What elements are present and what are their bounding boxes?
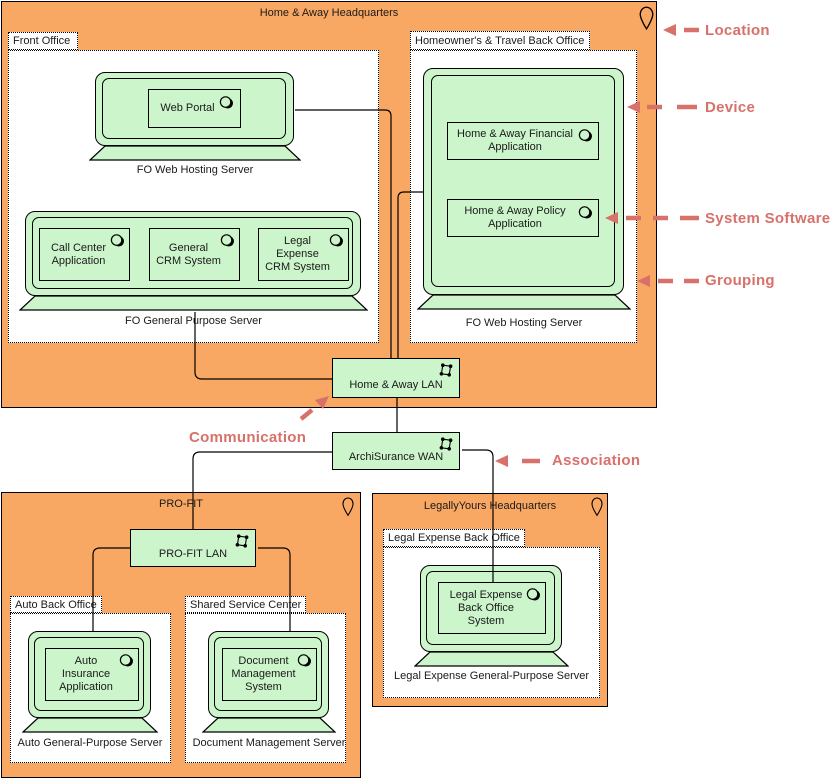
software-label: General CRM System (156, 241, 221, 267)
grouping-label: Legal Expense Back Office (388, 532, 520, 544)
device-fo-web-hosting-server-2[interactable]: Home & Away Financial Application Home &… (417, 68, 631, 332)
annotation-device: Device (705, 99, 756, 116)
annotation-location: Location (705, 22, 770, 39)
grouping-label: Shared Service Center (190, 598, 302, 611)
device-stand (19, 295, 368, 311)
network-label: PRO-FIT LAN (158, 548, 228, 560)
system-software-icon (329, 234, 343, 247)
annotation-association: Association (552, 452, 641, 469)
device-legal-expense-general-purpose-server[interactable]: Legal Expense Back Office System Legal E… (394, 565, 589, 687)
grouping-tab-homeowners[interactable]: Homeowner's & Travel Back Office (410, 31, 590, 50)
software-label: Call Center Application (50, 241, 107, 267)
device-stand (414, 651, 569, 667)
network-label: ArchiSurance WAN (348, 451, 444, 463)
software-label: Document Management System (231, 655, 296, 693)
software-document-management-system[interactable]: Document Management System (222, 648, 317, 701)
location-annotation-arrow (663, 24, 699, 36)
software-haw-policy-application[interactable]: Home & Away Policy Application (447, 199, 599, 237)
software-haw-financial-application[interactable]: Home & Away Financial Application (447, 122, 599, 160)
grouping-label: Auto Back Office (15, 598, 97, 611)
system-software-icon (119, 654, 133, 667)
system-software-icon (526, 588, 540, 601)
network-label: Home & Away LAN (349, 379, 443, 391)
software-label: Web Portal (160, 102, 215, 114)
device-stand (89, 145, 301, 161)
device-label: FO General Purpose Server (125, 315, 262, 327)
grouping-label: Homeowner's & Travel Back Office (415, 34, 585, 47)
location-title: LegallyYours Headquarters (423, 500, 557, 512)
network-icon (235, 534, 249, 548)
device-label: Auto General-Purpose Server (17, 737, 163, 749)
network-archisurance-wan[interactable]: ArchiSurance WAN (332, 432, 460, 470)
location-pin-icon (342, 497, 354, 517)
software-auto-insurance-application[interactable]: Auto Insurance Application (45, 648, 139, 701)
network-icon (439, 437, 453, 451)
device-auto-general-purpose-server[interactable]: Auto Insurance Application Auto General-… (18, 631, 162, 753)
location-title: Home & Away Headquarters (259, 7, 399, 19)
software-label: Auto Insurance Application (59, 655, 113, 693)
software-legal-expense-back-office-system[interactable]: Legal Expense Back Office System (438, 582, 546, 634)
annotation-communication: Communication (189, 429, 307, 446)
device-monitor-inner (431, 75, 615, 287)
location-title: PRO-FIT (159, 498, 203, 510)
software-label: Legal Expense Back Office System (449, 588, 523, 627)
software-label: Home & Away Financial Application (457, 128, 573, 153)
software-general-crm-system[interactable]: General CRM System (149, 228, 240, 281)
grouping-label: Front Office (13, 35, 71, 47)
grouping-tab-legal-expense-back-office[interactable]: Legal Expense Back Office (383, 529, 525, 547)
location-pin-icon (639, 6, 654, 31)
system-software-icon (110, 234, 124, 247)
device-label: Legal Expense General-Purpose Server (393, 670, 590, 682)
device-stand (417, 294, 631, 310)
network-pro-fit-lan[interactable]: PRO-FIT LAN (130, 529, 256, 567)
software-legal-expense-crm-system[interactable]: Legal Expense CRM System (258, 228, 349, 281)
software-call-center-application[interactable]: Call Center Application (39, 228, 130, 281)
device-stand (22, 717, 158, 733)
system-software-icon (578, 129, 592, 142)
annotation-system-software: System Software (705, 210, 831, 227)
grouping-tab-shared-service-center[interactable]: Shared Service Center (185, 596, 306, 613)
device-stand (202, 717, 336, 733)
device-document-management-server[interactable]: Document Management System Document Mana… (193, 631, 345, 753)
grouping-tab-front-office[interactable]: Front Office (8, 32, 78, 50)
device-fo-web-hosting-server-1[interactable]: Web Portal FO Web Hosting Server (89, 72, 301, 180)
association-annotation-arrow (495, 455, 540, 467)
device-label: Document Management Server (192, 737, 346, 749)
system-software-icon (220, 234, 234, 247)
grouping-tab-auto-back-office[interactable]: Auto Back Office (10, 596, 102, 613)
system-software-icon (578, 206, 592, 219)
software-web-portal[interactable]: Web Portal (148, 89, 241, 128)
device-fo-general-purpose-server[interactable]: Call Center Application General CRM Syst… (19, 211, 368, 331)
network-icon (439, 363, 453, 377)
system-software-icon (219, 96, 233, 109)
device-label: FO Web Hosting Server (136, 164, 254, 176)
location-pin-icon (591, 497, 603, 517)
system-software-icon (297, 654, 311, 667)
device-label: FO Web Hosting Server (465, 317, 583, 329)
annotation-grouping: Grouping (705, 272, 775, 289)
network-home-away-lan[interactable]: Home & Away LAN (332, 358, 460, 398)
software-label: Legal Expense CRM System (265, 235, 330, 273)
software-label: Home & Away Policy Application (464, 205, 566, 230)
